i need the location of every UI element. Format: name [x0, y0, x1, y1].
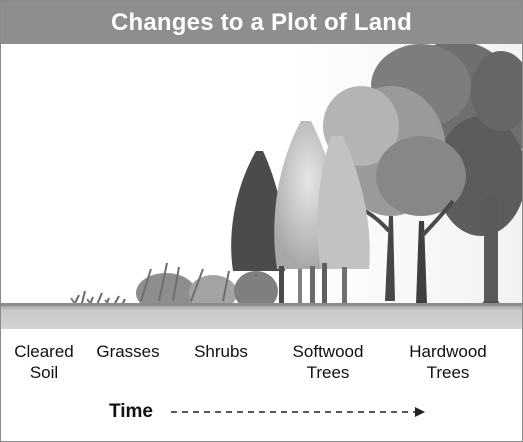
stage-label-cleared-soil: Cleared Soil	[14, 342, 74, 382]
stage-label-shrubs: Shrubs	[194, 342, 248, 361]
succession-illustration	[1, 44, 522, 329]
diagram-title: Changes to a Plot of Land	[1, 1, 522, 44]
time-label: Time	[109, 401, 154, 422]
stage-label-grasses: Grasses	[96, 342, 160, 361]
stage-label-hardwood-trees: Hardwood Trees	[409, 342, 487, 382]
ground	[1, 304, 522, 329]
time-axis: Time	[109, 399, 439, 425]
hardwood-trees	[323, 44, 522, 307]
softwood-trees	[231, 121, 370, 306]
time-arrow-icon	[171, 407, 425, 417]
stage-label-softwood-trees: Softwood Trees	[292, 342, 364, 382]
